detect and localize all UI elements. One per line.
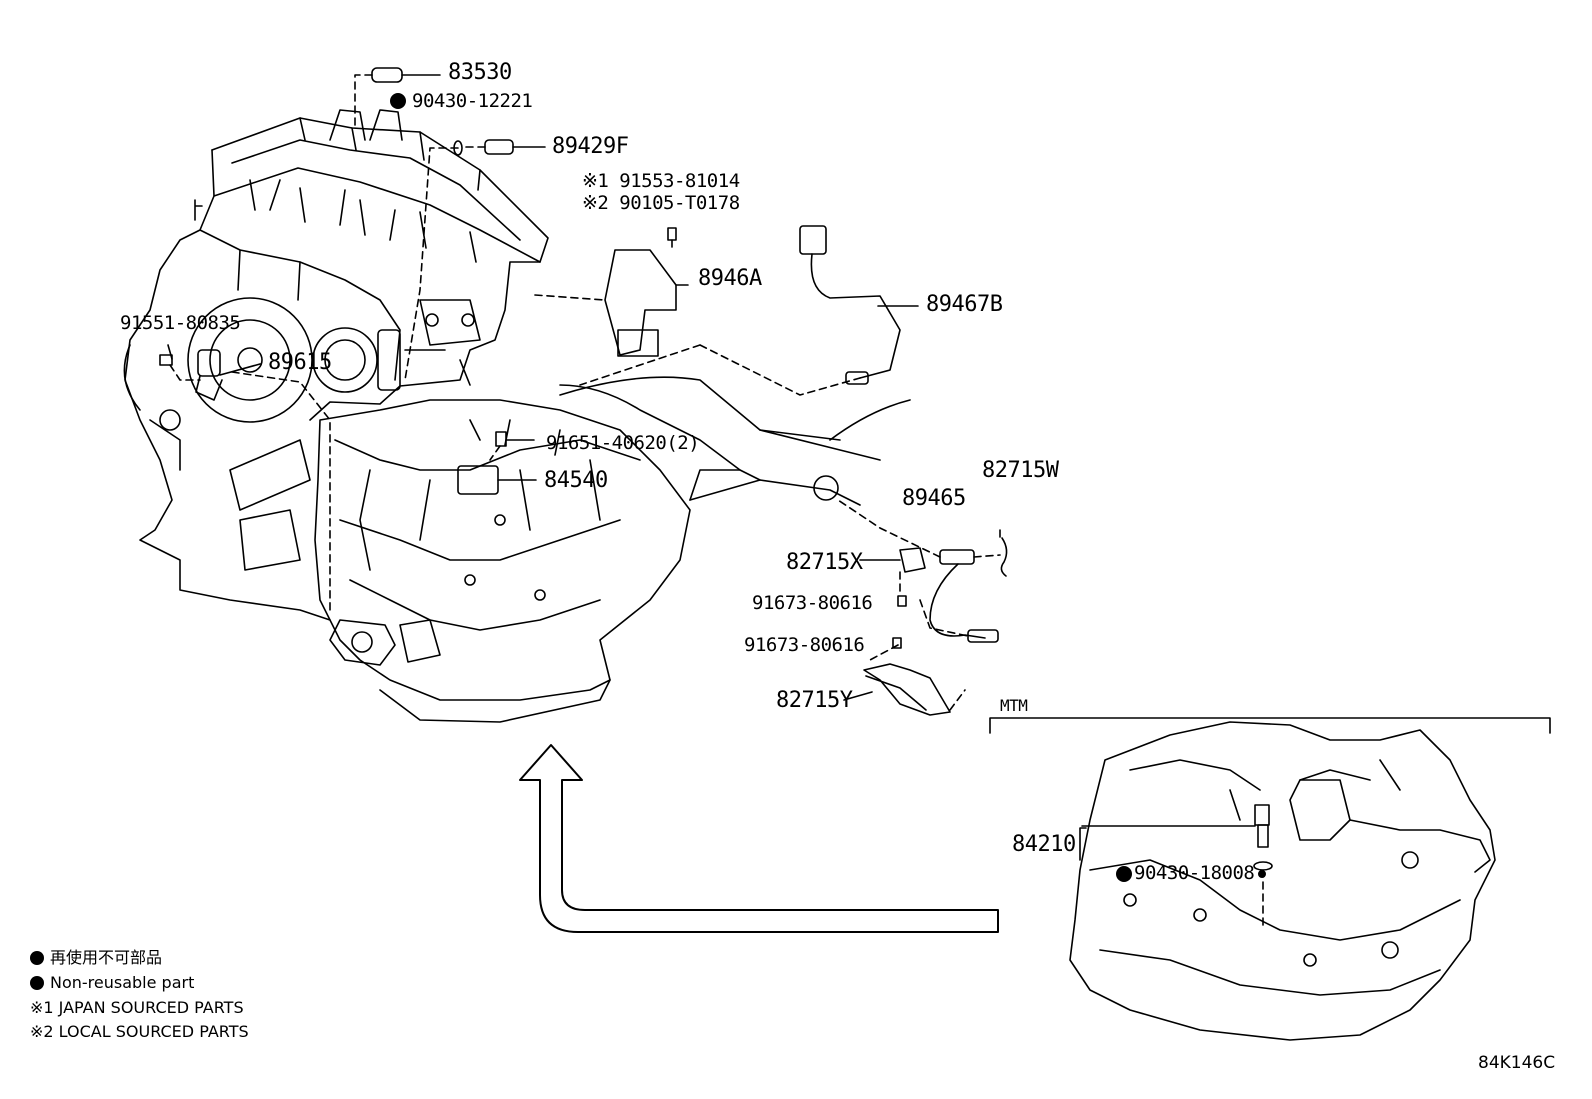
- part-label-89429f: 89429F: [552, 134, 629, 159]
- dashed-links: [169, 74, 1264, 926]
- direction-arrow: [519, 744, 999, 933]
- part-label-90430-18008: 90430-18008: [1134, 862, 1255, 884]
- legend-note-1: ※1 JAPAN SOURCED PARTS: [30, 998, 244, 1017]
- nonreusable-dot-icon: [30, 951, 44, 965]
- small-parts-drawing: [159, 67, 1008, 716]
- legend-en-nonreusable: Non-reusable part: [30, 975, 194, 991]
- part-label-82715w: 82715W: [982, 458, 1059, 483]
- part-label-91673-80616-lower: 91673-80616: [744, 634, 865, 656]
- transaxle-drawing: [314, 384, 741, 723]
- leader-lines: [167, 74, 1256, 861]
- part-label-89465: 89465: [902, 486, 966, 511]
- part-label-83530: 83530: [448, 60, 512, 85]
- part-label-82715x: 82715X: [786, 550, 863, 575]
- part-label-90430-12221: 90430-12221: [412, 90, 533, 112]
- part-label-82715y: 82715Y: [776, 688, 853, 713]
- legend-note-2: ※2 LOCAL SOURCED PARTS: [30, 1022, 249, 1041]
- part-label-90105-t0178: ※2 90105-T0178: [582, 192, 740, 214]
- part-label-91673-80616-upper: 91673-80616: [752, 592, 873, 614]
- part-label-84210: 84210: [1012, 832, 1076, 857]
- nonreusable-markers: [390, 93, 1266, 882]
- nonreusable-dot-icon: [30, 976, 44, 990]
- diagram-ref-code: 84K146C: [1478, 1053, 1556, 1073]
- mtm-transaxle-drawing: [1069, 721, 1496, 1041]
- part-label-84540: 84540: [544, 468, 608, 493]
- part-label-91553-81014: ※1 91553-81014: [582, 170, 740, 192]
- mtm-label: MTM: [1000, 696, 1028, 715]
- part-label-8946a: 8946A: [698, 266, 762, 291]
- mtm-bracket: [989, 717, 1551, 734]
- exhaust-pipe-drawing: [559, 376, 911, 506]
- part-label-89467b: 89467B: [926, 292, 1003, 317]
- part-label-91551-80835: 91551-80835: [120, 312, 241, 334]
- legend-jp-nonreusable: 再使用不可部品: [30, 950, 162, 966]
- engine-block-drawing: [123, 109, 549, 621]
- part-label-89615: 89615: [268, 350, 332, 375]
- part-label-91651-40620: 91651-40620(2): [546, 432, 700, 454]
